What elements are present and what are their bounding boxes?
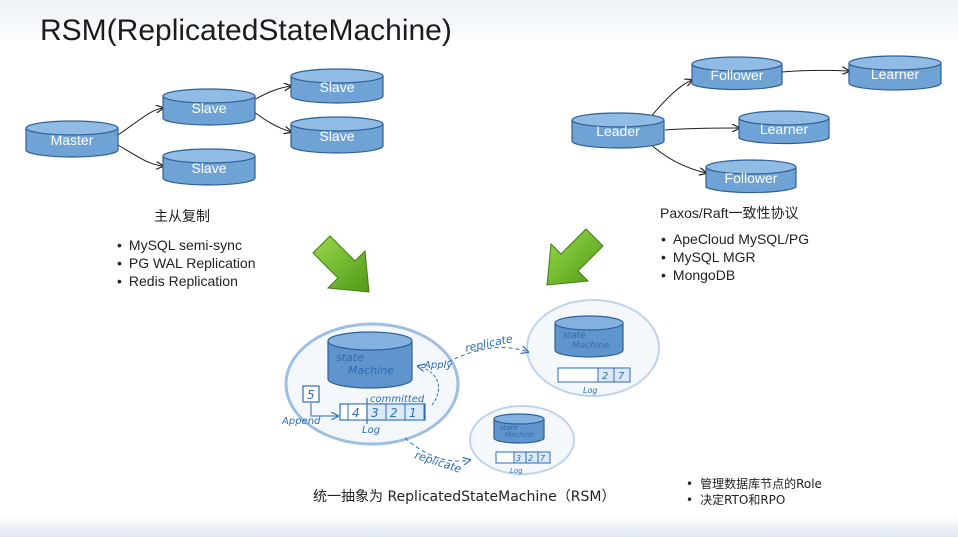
log-entry: 1 xyxy=(409,406,417,420)
right-caption: Paxos/Raft一致性协议 xyxy=(660,205,799,221)
list-item: Redis Replication xyxy=(117,272,255,290)
right-diagram: Leader Follower Follower Learner Learner xyxy=(571,55,942,194)
left-bullet-list: MySQL semi-sync PG WAL Replication Redis… xyxy=(117,236,256,290)
apply-label: Apply xyxy=(423,360,453,371)
header-band xyxy=(0,0,958,42)
log-label: Log xyxy=(362,425,380,436)
state-label: state xyxy=(500,424,518,432)
log-entry: 4 xyxy=(352,406,360,420)
rsm-caption: 统一抽象为 ReplicatedStateMachine（RSM） xyxy=(313,489,616,505)
log-entry: 2 xyxy=(390,406,398,420)
slave-label: Slave xyxy=(191,100,226,116)
master-node: Master xyxy=(25,120,119,158)
log-entry: 3 xyxy=(371,406,379,420)
log-entry: 7 xyxy=(618,371,625,382)
state-label: state xyxy=(563,331,586,341)
learner-node-2: Learner xyxy=(738,110,830,145)
learner-label: Learner xyxy=(760,121,809,137)
slave-node-2: Slave xyxy=(162,148,256,186)
learner-label: Learner xyxy=(871,66,920,82)
slave-label: Slave xyxy=(191,160,226,176)
list-item: PG WAL Replication xyxy=(117,254,256,272)
right-bullet-list: ApeCloud MySQL/PG MySQL MGR MongoDB xyxy=(661,230,809,284)
learner-node-1: Learner xyxy=(848,55,942,91)
state-label: state xyxy=(336,351,364,364)
machine-label: Machine xyxy=(505,431,534,439)
list-item: ApeCloud MySQL/PG xyxy=(661,230,809,248)
follower-label: Follower xyxy=(725,170,778,186)
notes-list: 管理数据库节点的Role 决定RTO和RPO xyxy=(686,476,822,508)
down-left-arrow xyxy=(546,228,604,286)
follower-node-1: Follower xyxy=(691,56,783,91)
committed-label: committed xyxy=(370,394,425,405)
left-diagram: Master Slave Slave Slave Slave xyxy=(25,68,384,186)
log-entry: 3 xyxy=(516,454,521,463)
list-item: MySQL semi-sync xyxy=(117,236,255,254)
leader-label: Leader xyxy=(596,123,640,139)
follower-node-2: Follower xyxy=(705,159,797,194)
slave-node-1: Slave xyxy=(162,88,256,126)
machine-label: Machine xyxy=(572,341,610,351)
footer-band xyxy=(0,515,958,537)
slave-node-4: Slave xyxy=(290,116,384,154)
slave-node-3: Slave xyxy=(290,68,384,104)
log-entry: 7 xyxy=(540,454,546,463)
page-title: RSM(ReplicatedStateMachine) xyxy=(40,14,452,47)
log-label: Log xyxy=(510,467,523,475)
slave-label: Slave xyxy=(319,128,354,144)
new-log-entry: 5 xyxy=(307,388,315,402)
replicate-label: replicate xyxy=(464,332,514,355)
log-entry: 2 xyxy=(602,371,608,382)
list-item: MySQL MGR xyxy=(661,248,809,266)
follower-label: Follower xyxy=(711,67,764,83)
down-right-arrow xyxy=(312,235,370,293)
master-label: Master xyxy=(51,132,94,148)
list-item: MongoDB xyxy=(661,266,809,284)
log-entry: 2 xyxy=(528,454,533,463)
leader-node: Leader xyxy=(571,112,665,149)
slave-label: Slave xyxy=(319,79,354,95)
list-item: 决定RTO和RPO xyxy=(686,492,822,508)
replicate-label: replicate xyxy=(413,448,463,475)
left-caption: 主从复制 xyxy=(154,209,210,225)
machine-label: Machine xyxy=(348,364,394,377)
rsm-illustration: state Machine 4 3 2 1 Log 5 Append commi… xyxy=(281,299,660,476)
append-label: Append xyxy=(281,416,321,427)
log-label: Log xyxy=(583,386,597,395)
list-item: 管理数据库节点的Role xyxy=(686,476,822,492)
